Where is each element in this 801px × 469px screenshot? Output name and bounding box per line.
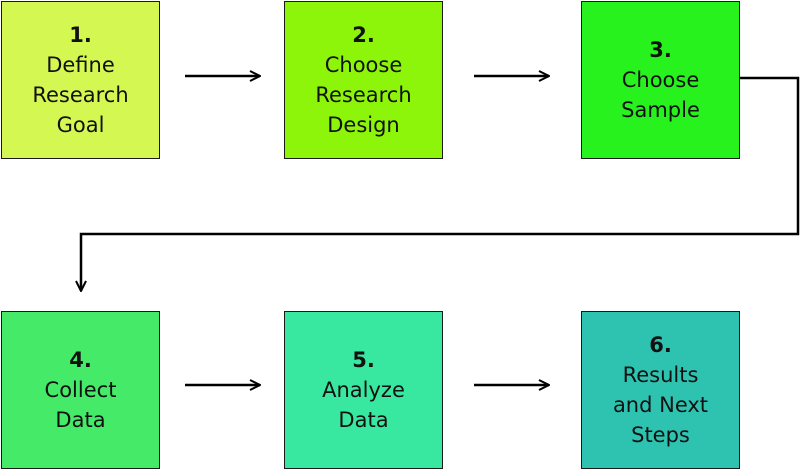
step-label-line: Research: [32, 83, 129, 107]
step-label-line: and Next: [612, 393, 709, 417]
step-label-line: Choose: [621, 68, 700, 92]
step-label-line: Analyze: [322, 378, 405, 402]
step-box-choose-sample: 3. Choose Sample: [581, 1, 740, 159]
step-number: 2.: [352, 23, 375, 47]
step-number: 3.: [649, 38, 672, 62]
step-box-results-and-next-steps: 6. Results and Next Steps: [581, 311, 740, 469]
step-box-choose-research-design: 2. Choose Research Design: [284, 1, 443, 159]
step-label-line: Goal: [56, 113, 105, 137]
step-number: 5.: [352, 348, 375, 372]
step-label-line: Steps: [631, 423, 690, 447]
step-label-line: Define: [46, 53, 115, 77]
step-number: 1.: [69, 23, 92, 47]
step-label-line: Sample: [621, 98, 700, 122]
step-box-collect-data: 4. Collect Data: [1, 311, 160, 469]
arrow-3-to-4: [81, 76, 800, 291]
step-number: 4.: [69, 348, 92, 372]
step-number: 6.: [649, 333, 672, 357]
step-label-line: Results: [622, 363, 699, 387]
step-box-analyze-data: 5. Analyze Data: [284, 311, 443, 469]
step-label-line: Data: [55, 408, 106, 432]
step-label-line: Choose: [324, 53, 403, 77]
step-label-line: Research: [315, 83, 412, 107]
step-label-line: Design: [327, 113, 400, 137]
step-label-line: Data: [338, 408, 389, 432]
step-box-define-research-goal: 1. Define Research Goal: [1, 1, 160, 159]
step-label-line: Collect: [44, 378, 117, 402]
